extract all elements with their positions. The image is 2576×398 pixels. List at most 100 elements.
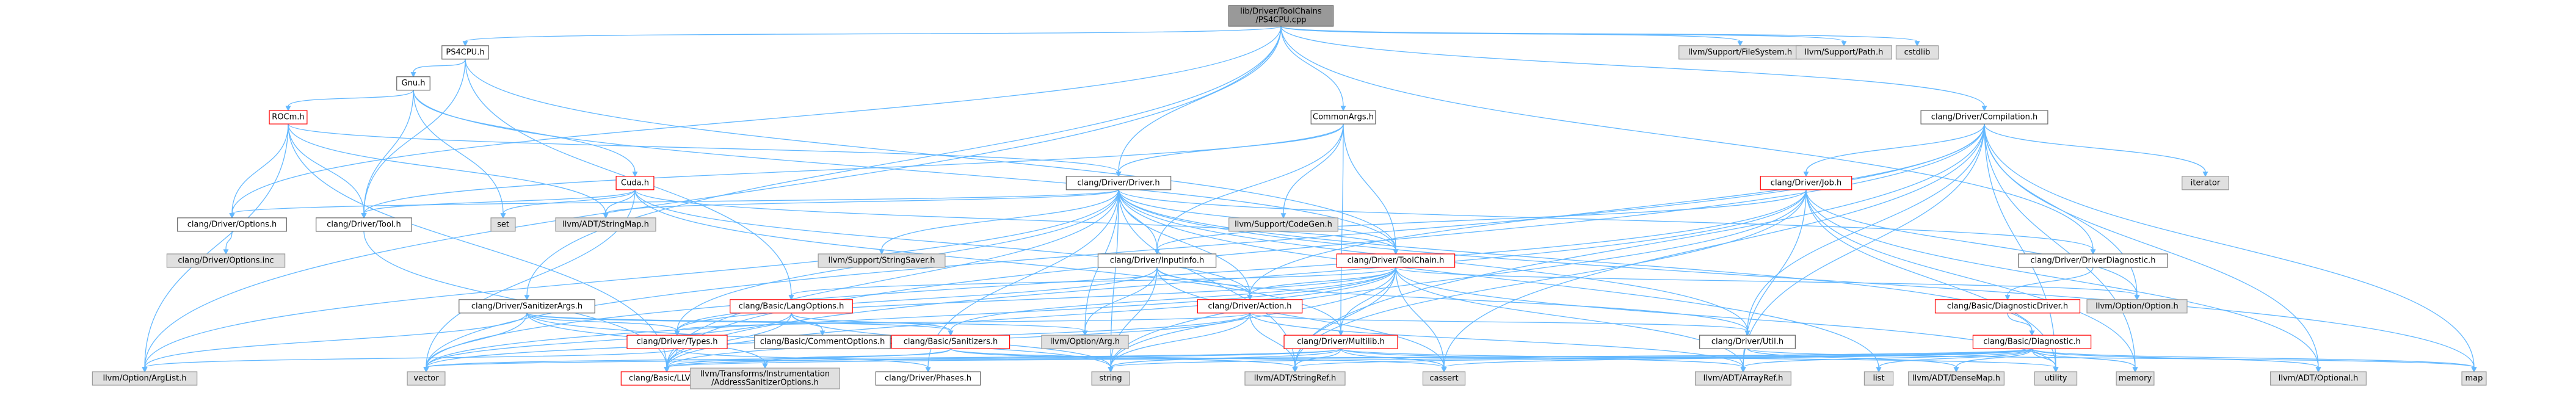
node-util-h[interactable]: clang/Driver/Util.h <box>1699 335 1796 349</box>
node-box <box>1796 45 1892 60</box>
edge-line <box>1156 267 1748 331</box>
node-multilib-h[interactable]: clang/Driver/Multilib.h <box>1283 335 1398 349</box>
node-options-inc: clang/Driver/Options.inc <box>166 253 286 268</box>
node-label: clang/Basic/Diagnostic.h <box>1983 338 2080 347</box>
node-label: llvm/Support/Path.h <box>1805 48 1884 57</box>
node-label: PS4CPU.h <box>446 48 484 57</box>
edge-line <box>1747 348 1957 368</box>
node-box <box>2116 371 2155 386</box>
edge-commonargs_h-to-tool_h <box>361 124 1344 219</box>
node-rocm-h[interactable]: ROCm.h <box>269 110 308 125</box>
node-action-h[interactable]: clang/Driver/Action.h <box>1197 299 1303 314</box>
edge-line <box>950 348 1296 368</box>
node-sanitizerargs-h[interactable]: clang/Driver/SanitizerArgs.h <box>459 299 595 314</box>
edge-line <box>2031 348 2319 368</box>
node-compilation-h[interactable]: clang/Driver/Compilation.h <box>1920 110 2048 125</box>
node-diagdriver-h[interactable]: clang/Basic/DiagnosticDriver.h <box>1934 299 2081 314</box>
edge-arrowhead <box>462 41 468 47</box>
edge-arrowhead <box>948 330 954 336</box>
node-driverdiag-h[interactable]: clang/Driver/DriverDiagnostic.h <box>2018 253 2168 268</box>
edge-arrowhead <box>1116 172 1122 178</box>
node-box <box>615 176 655 190</box>
edge-diagnostic_h-to-optional <box>2031 348 2321 373</box>
node-inputinfo-h[interactable]: clang/Driver/InputInfo.h <box>1097 253 1217 268</box>
node-job-h[interactable]: clang/Driver/Job.h <box>1760 176 1852 190</box>
node-label: clang/Driver/Options.h <box>187 220 277 229</box>
graph-edges <box>142 26 2477 373</box>
node-diagnostic-h[interactable]: clang/Basic/Diagnostic.h <box>1972 335 2092 349</box>
edge-diagnostic_h-to-utility <box>2031 349 2059 373</box>
node-box <box>1065 176 1172 190</box>
edge-root-to-commonargs_h <box>1280 26 1346 112</box>
node-llvm-h[interactable]: clang/Basic/LLVM.h <box>620 371 713 386</box>
edge-types_h-to-arglist <box>142 348 678 373</box>
node-root[interactable]: lib/Driver/ToolChains/PS4CPU.cpp <box>1228 5 1334 27</box>
edge-line <box>791 267 1396 296</box>
edge-line <box>2031 348 2136 368</box>
edge-rocm_h-to-driver_h <box>288 123 1122 178</box>
edge-line <box>1156 267 1445 368</box>
node-cstdlib: cstdlib <box>1895 45 1939 60</box>
edge-arrowhead <box>2471 367 2477 373</box>
edge-line <box>1110 189 1807 368</box>
node-label: utility <box>2045 374 2067 383</box>
edge-line <box>1280 26 2094 250</box>
edge-line <box>1283 124 1344 214</box>
node-filesystem: llvm/Support/FileSystem.h <box>1678 45 1802 60</box>
node-cuda-h[interactable]: Cuda.h <box>615 176 655 190</box>
node-box <box>1228 217 1338 232</box>
edge-arrowhead <box>879 249 885 255</box>
node-box <box>626 335 728 349</box>
node-string: string <box>1091 371 1130 386</box>
node-label: clang/Basic/DiagnosticDriver.h <box>1947 302 2068 311</box>
edge-line <box>465 26 1282 42</box>
edge-line <box>1118 189 2094 250</box>
edge-line <box>1984 123 2206 172</box>
edge-line <box>1443 348 2033 368</box>
node-toolchain-h[interactable]: clang/Driver/ToolChain.h <box>1336 253 1456 268</box>
edge-line <box>1747 124 1985 331</box>
node-tool-h[interactable]: clang/Driver/Tool.h <box>316 217 412 232</box>
node-types-h[interactable]: clang/Driver/Types.h <box>626 335 728 349</box>
node-sanitizers-h[interactable]: clang/Basic/Sanitizers.h <box>891 335 1010 349</box>
edge-line <box>666 124 1985 368</box>
edge-inputinfo_h-to-action_h <box>1156 267 1253 301</box>
edge-diagnostic_h-to-map <box>2031 348 2477 373</box>
edge-line <box>1984 124 2475 368</box>
node-box <box>875 371 981 386</box>
node-label: llvm/ADT/ArrayRef.h <box>1703 374 1783 383</box>
edge-diagnostic_h-to-vector <box>423 348 2033 373</box>
node-commentoptions-h[interactable]: clang/Basic/CommentOptions.h <box>754 335 891 349</box>
edge-root-to-path <box>1280 26 1847 47</box>
edge-line <box>666 348 951 368</box>
node-label: clang/Driver/Driver.h <box>1077 178 1159 187</box>
edge-line <box>526 313 678 331</box>
node-label: llvm/ADT/DenseMap.h <box>1912 374 2000 383</box>
node-driver-h[interactable]: clang/Driver/Driver.h <box>1065 176 1172 190</box>
node-arglist: llvm/Option/ArgList.h <box>92 371 198 386</box>
node-ps4cpu-h[interactable]: PS4CPU.h <box>441 45 489 60</box>
node-label: cstdlib <box>1904 48 1931 57</box>
edge-diagnostic_h-to-string <box>1108 348 2033 373</box>
edge-root-to-driver_h <box>1116 26 1282 178</box>
node-label: memory <box>2119 374 2152 383</box>
edge-action_h-to-util_h <box>1249 313 1751 336</box>
edge-line <box>791 313 951 331</box>
node-box <box>1699 335 1796 349</box>
node-set: set <box>490 217 516 232</box>
node-gnu-h[interactable]: Gnu.h <box>396 76 430 91</box>
node-box <box>1091 371 1130 386</box>
node-langoptions-h[interactable]: clang/Basic/LangOptions.h <box>730 299 853 314</box>
node-options-h[interactable]: clang/Driver/Options.h <box>177 217 287 232</box>
edge-driver_h-to-stringmap <box>603 189 1119 219</box>
edge-line <box>288 90 414 107</box>
node-commonargs-h[interactable]: CommonArgs.h <box>1310 110 1376 125</box>
edge-arrowhead <box>2005 295 2011 301</box>
node-stringmap: llvm/ADT/StringMap.h <box>555 217 656 232</box>
edge-compilation_h-to-vector <box>423 124 1985 373</box>
edge-driver_h-to-driverdiag_h <box>1118 189 2096 255</box>
edge-arrowhead <box>1740 367 1746 373</box>
node-phases-h[interactable]: clang/Driver/Phases.h <box>875 371 981 386</box>
node-utility: utility <box>2034 371 2078 386</box>
